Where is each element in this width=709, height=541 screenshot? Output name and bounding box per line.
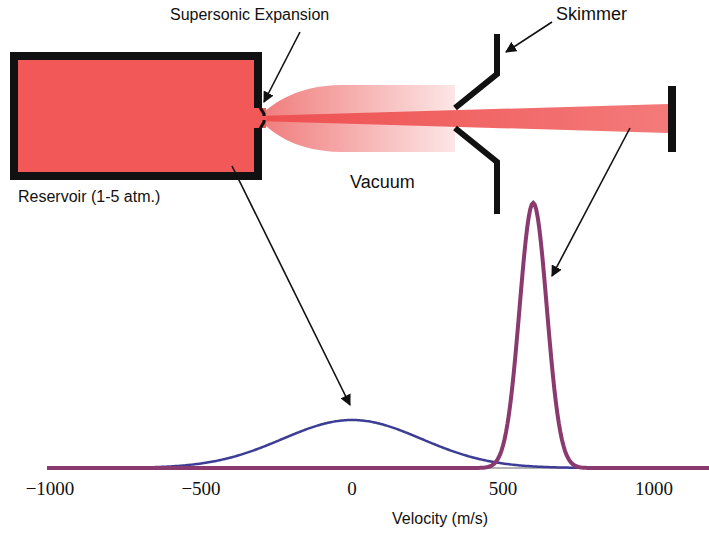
plume-label: Supersonic Expansion <box>170 6 329 24</box>
leader-arrow <box>552 128 630 276</box>
detector <box>668 86 676 152</box>
region-label: Vacuum <box>350 172 415 193</box>
tick-label: 1000 <box>635 478 673 500</box>
thermal-distribution <box>47 420 709 468</box>
tick-label: 0 <box>347 478 357 500</box>
leader-arrow <box>232 166 350 405</box>
reservoir-label: Reservoir (1-5 atm.) <box>18 188 160 206</box>
axis-title: Velocity (m/s) <box>392 510 488 528</box>
nozzle <box>258 104 264 116</box>
tick-label: −500 <box>181 478 220 500</box>
skimmer <box>455 34 497 108</box>
leader-arrow <box>506 22 552 52</box>
beam-distribution <box>47 203 709 468</box>
skimmer <box>455 128 497 214</box>
tick-label: −1000 <box>26 478 75 500</box>
tick-label: 500 <box>489 478 518 500</box>
nozzle <box>258 120 264 132</box>
skimmer-label: Skimmer <box>556 4 627 25</box>
reservoir <box>14 56 258 176</box>
leader-arrow <box>264 32 300 102</box>
molecular-beam <box>256 104 668 133</box>
